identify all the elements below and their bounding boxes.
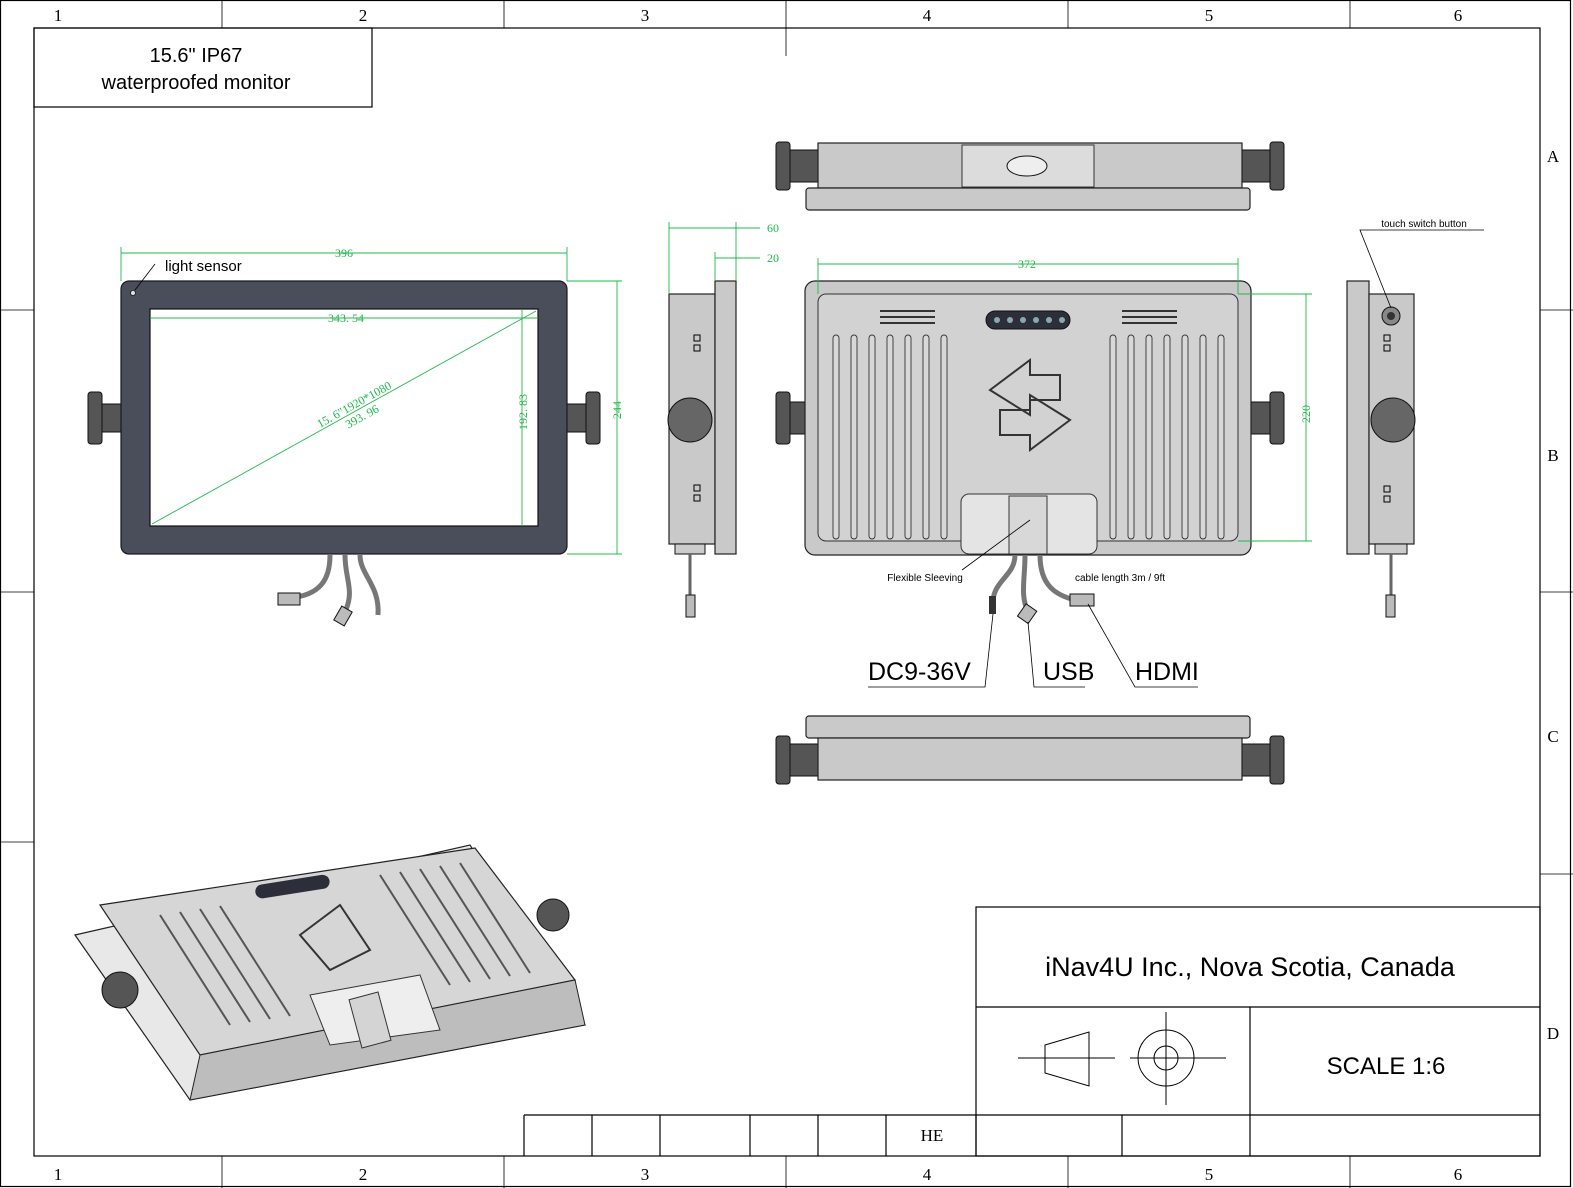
- screen-width-dim: 343. 54: [328, 311, 364, 325]
- bottom-view: [775, 715, 1285, 785]
- col-label-4-bottom: 4: [923, 1165, 932, 1184]
- front-height-dim: 244: [610, 401, 624, 419]
- cable-length-label: cable length 3m / 9ft: [1075, 573, 1165, 584]
- title-box: [33, 27, 373, 108]
- row-label-a: A: [1547, 147, 1560, 166]
- col-label-6-bottom: 6: [1454, 1165, 1463, 1184]
- col-label-2-bottom: 2: [359, 1165, 368, 1184]
- usb-label: USB: [1043, 658, 1094, 686]
- side-bezel-dim: 20: [767, 251, 779, 265]
- row-label-d: D: [1547, 1024, 1559, 1043]
- touch-switch-label: touch switch button: [1381, 219, 1467, 230]
- isometric-view: [73, 844, 586, 1101]
- title-line-2: waterproofed monitor: [101, 72, 291, 94]
- right-fins: [1109, 334, 1225, 540]
- left-side-view: 60 20: [667, 221, 779, 618]
- top-view: [775, 141, 1285, 211]
- revision-cell: HE: [921, 1126, 944, 1145]
- col-label-5-bottom: 5: [1205, 1165, 1214, 1184]
- col-label-3-bottom: 3: [641, 1165, 650, 1184]
- right-side-view: touch switch button: [1346, 219, 1484, 618]
- light-sensor-label: light sensor: [165, 258, 242, 275]
- title-line-1: 15.6" IP67: [150, 45, 243, 67]
- col-label-3: 3: [641, 6, 650, 25]
- col-label-1-bottom: 1: [54, 1165, 63, 1184]
- row-label-c: C: [1547, 727, 1558, 746]
- rear-view: Flexible Sleeving cable length 3m / 9ft …: [775, 257, 1313, 688]
- vent-right: [1122, 310, 1177, 324]
- col-label-1: 1: [54, 6, 63, 25]
- sleeving-label: Flexible Sleeving: [887, 573, 963, 584]
- side-depth-dim: 60: [767, 221, 779, 235]
- dc-power-label: DC9-36V: [868, 658, 971, 686]
- left-fins: [832, 334, 948, 540]
- col-label-4: 4: [923, 6, 932, 25]
- company-name: iNav4U Inc., Nova Scotia, Canada: [1045, 952, 1456, 982]
- screen-height-dim: 192. 83: [516, 394, 530, 430]
- title-block: iNav4U Inc., Nova Scotia, Canada SCALE 1…: [523, 906, 1541, 1157]
- row-label-b: B: [1547, 446, 1558, 465]
- col-label-5: 5: [1205, 6, 1214, 25]
- hdmi-label: HDMI: [1135, 658, 1199, 686]
- front-width-dim: 396: [335, 246, 353, 260]
- light-sensor-icon: [130, 290, 136, 296]
- rear-width-dim: 372: [1018, 257, 1036, 271]
- projection-symbol-icon: [1018, 1012, 1226, 1105]
- logo-icon: [988, 358, 1072, 452]
- col-label-6: 6: [1454, 6, 1463, 25]
- rear-height-dim: 220: [1299, 405, 1313, 423]
- front-view: light sensor 396 343. 54 192. 83 244 15.…: [87, 246, 624, 627]
- col-label-2: 2: [359, 6, 368, 25]
- vent-left: [880, 310, 935, 324]
- scale-label: SCALE 1:6: [1327, 1053, 1446, 1080]
